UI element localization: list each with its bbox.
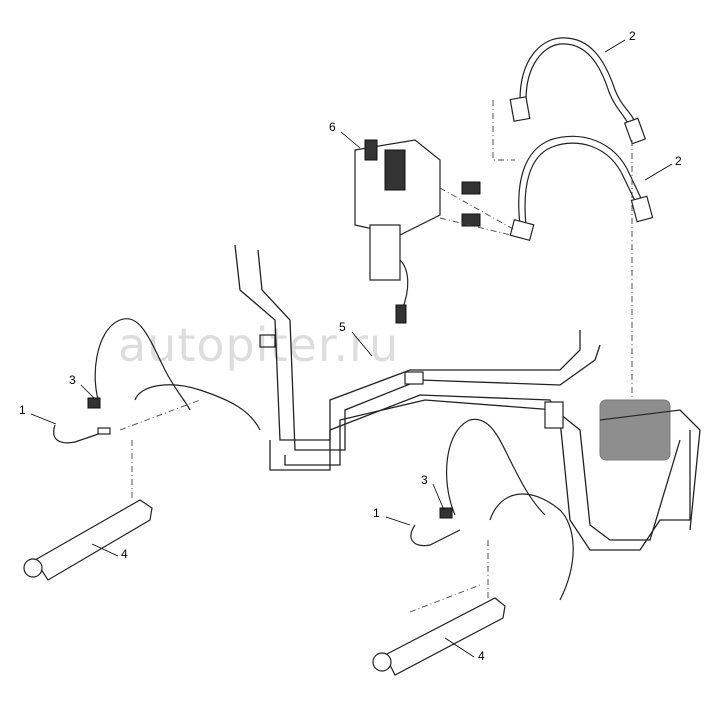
watermark: autopiter.ru (118, 318, 400, 372)
callout-4: 4 (121, 547, 128, 561)
callout-6: 6 (329, 120, 336, 134)
callout-2: 2 (675, 154, 682, 168)
hose-2-upper (509, 37, 647, 145)
right-cylinder-assembly-4 (372, 418, 574, 676)
callout-5: 5 (339, 320, 346, 334)
callout-3: 3 (69, 373, 76, 387)
callout-4: 4 (478, 649, 485, 663)
callout-1: 1 (373, 506, 380, 520)
steel-lines-5 (234, 244, 701, 551)
callout-2: 2 (629, 29, 636, 43)
callout-3: 3 (421, 473, 428, 487)
callout-leaders (30, 39, 673, 658)
left-cylinder-assembly-4 (23, 318, 261, 581)
hose-2-lower (509, 135, 654, 242)
control-valve-6 (354, 100, 633, 400)
callout-1: 1 (19, 403, 26, 417)
